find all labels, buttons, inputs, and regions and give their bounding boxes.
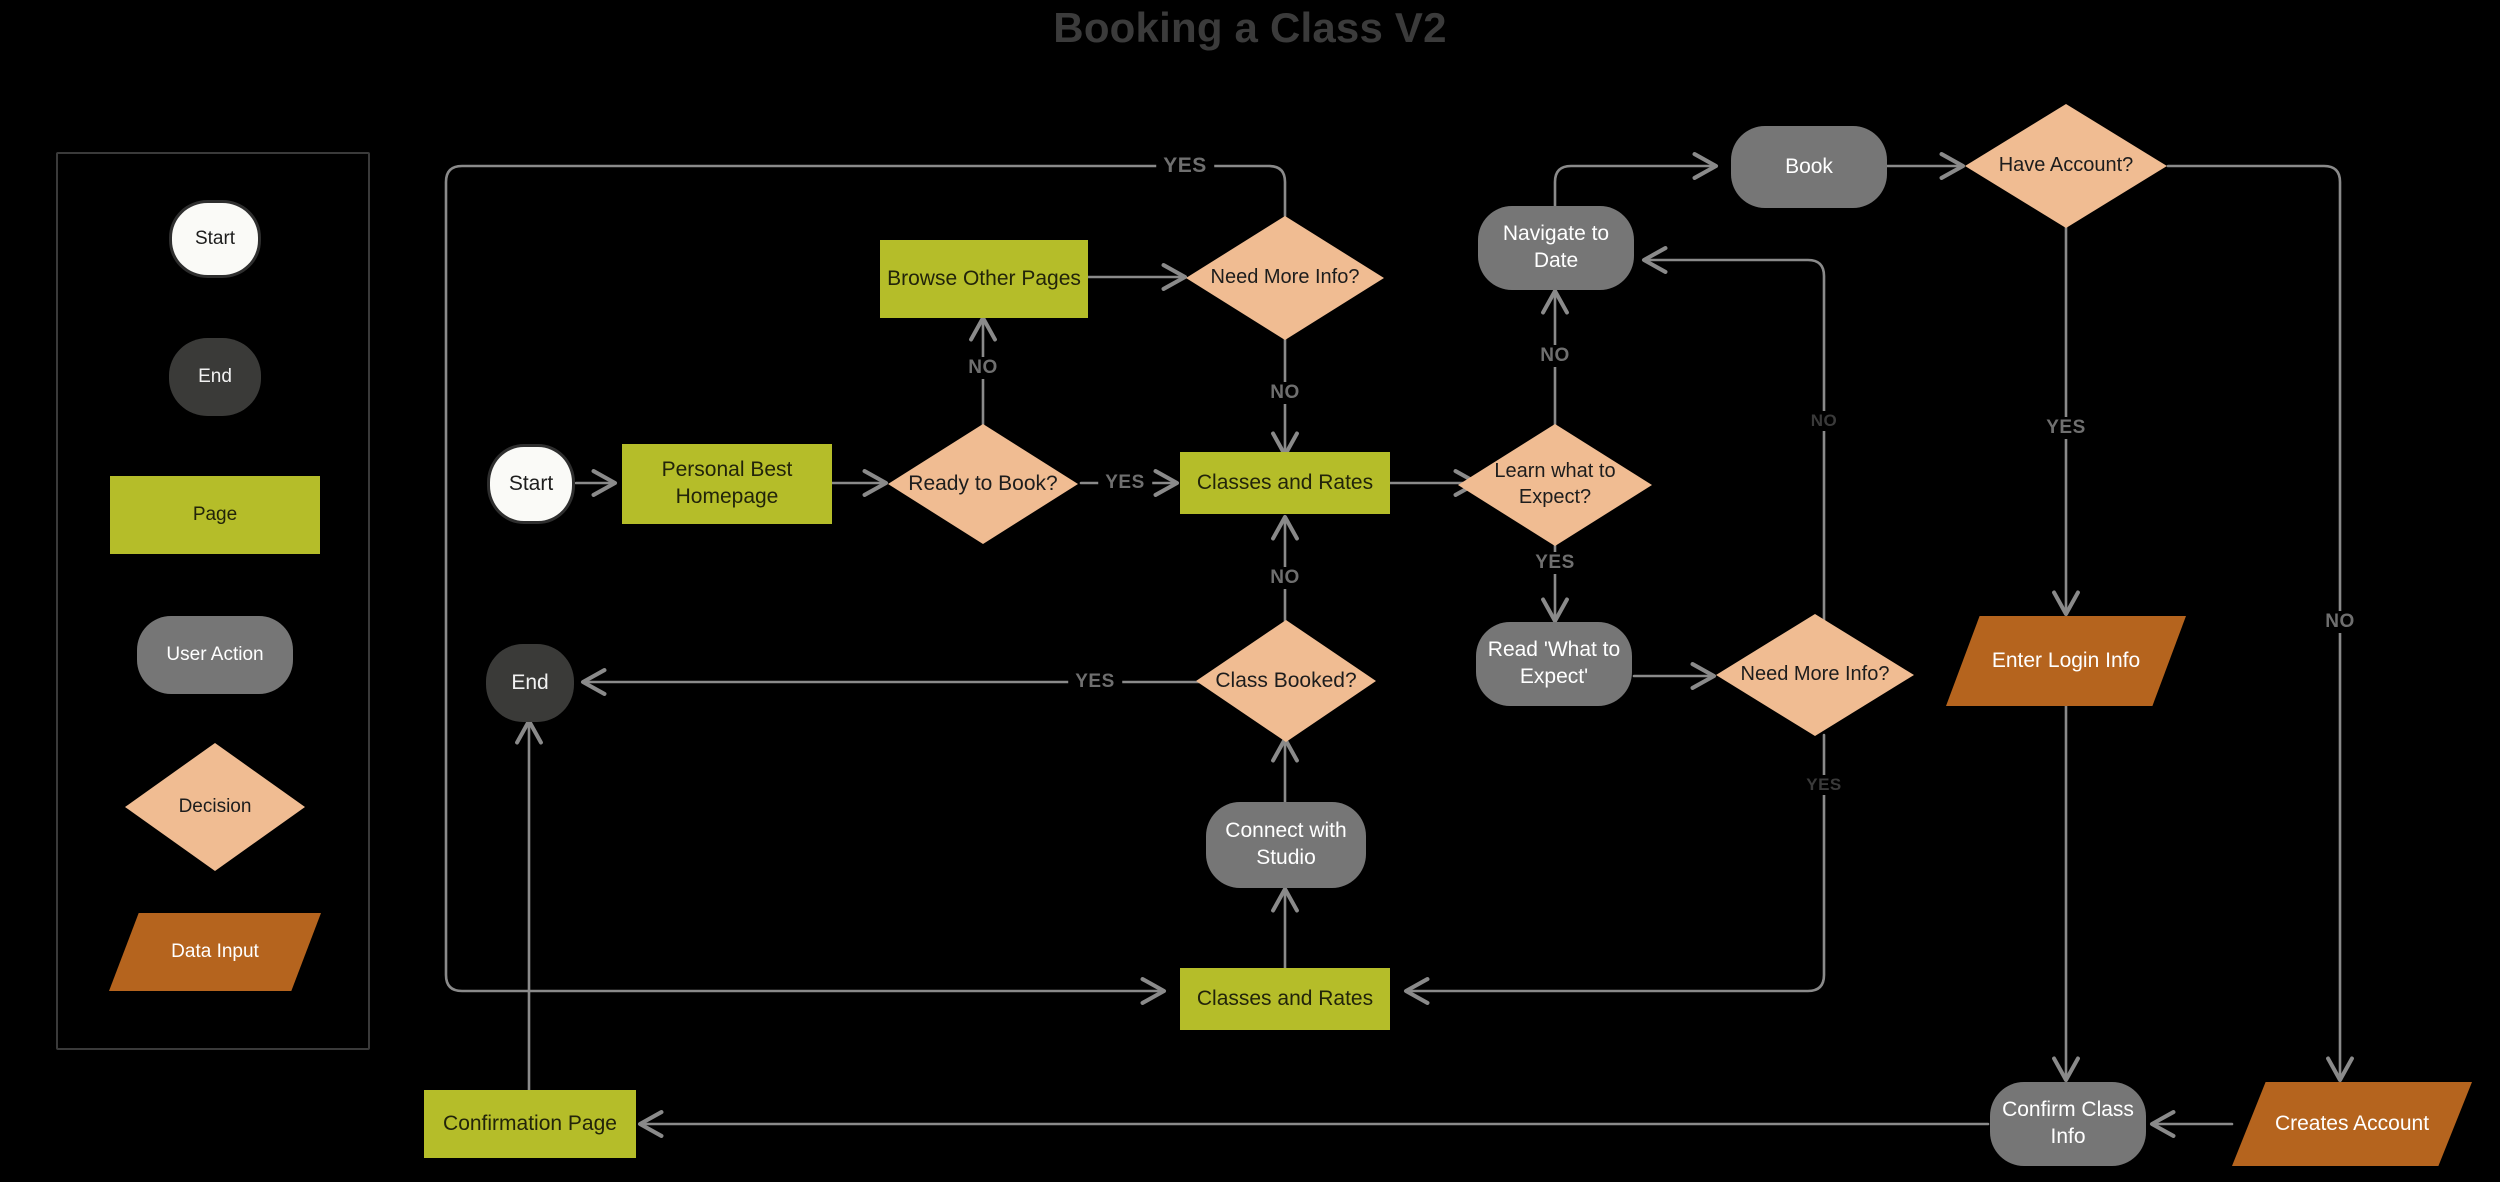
diamond-icon bbox=[1716, 614, 1914, 736]
node-learn-what-to-expect[interactable]: Learn what to Expect? bbox=[1458, 424, 1652, 546]
diamond-icon bbox=[1458, 424, 1652, 546]
edge-label-ready-yes: YES bbox=[1098, 472, 1152, 494]
edge-label-learnexpect-no: NO bbox=[1533, 345, 1577, 367]
edge-label-needinfo1-yes: YES bbox=[1156, 154, 1214, 178]
edge-label-learnexpect-yes: YES bbox=[1528, 552, 1582, 574]
legend-shape-start: Start bbox=[169, 200, 261, 278]
node-confirmation-page[interactable]: Confirmation Page bbox=[424, 1090, 636, 1158]
diamond-icon bbox=[888, 424, 1078, 544]
node-need-more-info-1[interactable]: Need More Info? bbox=[1186, 216, 1384, 340]
edge-label-haveaccount-no: NO bbox=[2318, 611, 2362, 633]
legend-item-start: Start bbox=[58, 194, 372, 284]
legend-shape-end: End bbox=[169, 338, 261, 416]
diamond-icon bbox=[1965, 104, 2167, 228]
node-navigate-to-date[interactable]: Navigate to Date bbox=[1478, 206, 1634, 290]
edge-label-haveaccount-yes: YES bbox=[2039, 417, 2093, 439]
node-book[interactable]: Book bbox=[1731, 126, 1887, 208]
node-enter-login-info[interactable]: Enter Login Info bbox=[1946, 616, 2186, 706]
legend-item-data-input: Data Input bbox=[58, 902, 372, 1002]
node-connect-with-studio[interactable]: Connect with Studio bbox=[1206, 802, 1366, 888]
legend-shape-user-action: User Action bbox=[137, 616, 293, 694]
node-classes-and-rates-1[interactable]: Classes and Rates bbox=[1180, 452, 1390, 514]
legend-shape-decision: Decision bbox=[125, 743, 305, 871]
node-browse-other-pages[interactable]: Browse Other Pages bbox=[880, 240, 1088, 318]
legend-panel: Start End Page User Action Decision bbox=[56, 152, 370, 1050]
parallelogram-icon bbox=[2232, 1082, 2472, 1166]
diamond-icon bbox=[1186, 216, 1384, 340]
edge-label-classbooked-no: NO bbox=[1263, 567, 1307, 589]
node-confirm-class-info[interactable]: Confirm Class Info bbox=[1990, 1082, 2146, 1166]
node-creates-account[interactable]: Creates Account bbox=[2232, 1082, 2472, 1166]
node-ready-to-book[interactable]: Ready to Book? bbox=[888, 424, 1078, 544]
parallelogram-icon bbox=[1946, 616, 2186, 706]
edge-label-needinfo2-no: NO bbox=[1803, 411, 1845, 431]
node-read-what-to-expect[interactable]: Read 'What to Expect' bbox=[1476, 622, 1632, 706]
edge-label-ready-no: NO bbox=[961, 357, 1005, 379]
diamond-icon bbox=[1196, 620, 1376, 742]
edge-label-needinfo1-no: NO bbox=[1263, 382, 1307, 404]
node-class-booked[interactable]: Class Booked? bbox=[1196, 620, 1376, 742]
legend-item-page: Page bbox=[58, 470, 372, 560]
node-personal-best-homepage[interactable]: Personal Best Homepage bbox=[622, 444, 832, 524]
diamond-icon bbox=[125, 743, 305, 871]
legend-item-end: End bbox=[58, 332, 372, 422]
page-title: Booking a Class V2 bbox=[1053, 4, 1447, 51]
legend-shape-page: Page bbox=[110, 476, 320, 554]
node-need-more-info-2[interactable]: Need More Info? bbox=[1716, 614, 1914, 736]
legend-item-user-action: User Action bbox=[58, 610, 372, 700]
node-start[interactable]: Start bbox=[487, 444, 575, 524]
legend-item-decision: Decision bbox=[58, 742, 372, 872]
parallelogram-icon bbox=[109, 913, 321, 991]
node-have-account[interactable]: Have Account? bbox=[1965, 104, 2167, 228]
edge-label-needinfo2-yes: YES bbox=[1799, 775, 1849, 795]
node-end[interactable]: End bbox=[486, 644, 574, 722]
edge-label-classbooked-yes: YES bbox=[1068, 671, 1122, 693]
legend-shape-data-input: Data Input bbox=[109, 913, 321, 991]
node-classes-and-rates-2[interactable]: Classes and Rates bbox=[1180, 968, 1390, 1030]
